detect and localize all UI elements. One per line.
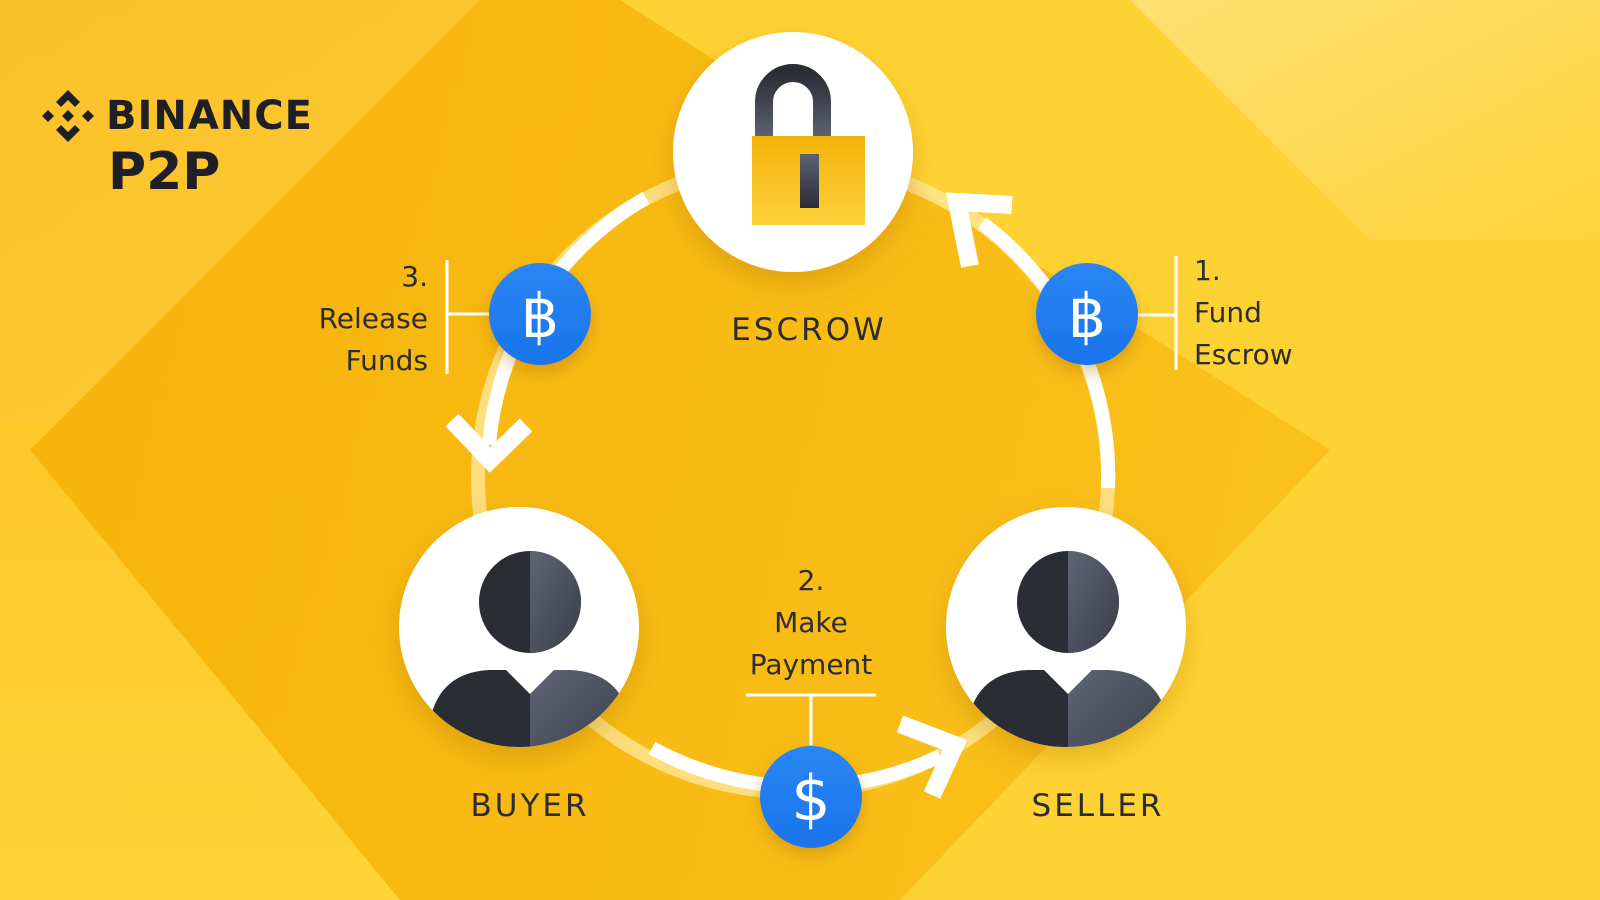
step-3-coin bbox=[489, 263, 591, 365]
step-1-coin bbox=[1036, 263, 1138, 365]
step-2-line2: Payment bbox=[749, 648, 873, 681]
person-icon bbox=[968, 551, 1168, 747]
seller-label: SELLER bbox=[1031, 788, 1165, 824]
step-2-label: 2. Make Payment bbox=[711, 560, 911, 686]
step-3-line1: Release bbox=[318, 302, 428, 335]
bitcoin-icon: ฿ bbox=[521, 282, 559, 352]
escrow-node bbox=[673, 32, 913, 272]
seller-node bbox=[946, 507, 1186, 747]
step-2-coin bbox=[760, 746, 862, 848]
brand-product: P2P bbox=[108, 142, 221, 202]
dollar-icon: $ bbox=[791, 762, 830, 835]
padlock-icon bbox=[752, 64, 865, 225]
step-1-line1: Fund bbox=[1194, 296, 1262, 329]
arrowhead-to-escrow bbox=[945, 192, 1013, 268]
step-2-line1: Make bbox=[774, 606, 848, 639]
arrowhead-to-buyer bbox=[445, 413, 533, 473]
step-3-line2: Funds bbox=[345, 344, 428, 377]
buyer-label: BUYER bbox=[470, 788, 590, 824]
step-1-label: 1. Fund Escrow bbox=[1194, 250, 1293, 376]
step-3-label: 3. Release Funds bbox=[319, 256, 428, 382]
escrow-label: ESCROW bbox=[731, 312, 887, 348]
step-1-line2: Escrow bbox=[1194, 338, 1293, 371]
binance-logo-icon bbox=[42, 90, 94, 142]
step-1-number: 1. bbox=[1194, 254, 1221, 287]
brand-logo: BINANCE P2P bbox=[40, 88, 313, 198]
step-2-number: 2. bbox=[797, 564, 825, 597]
bitcoin-icon: ฿ bbox=[1068, 282, 1106, 352]
arrowhead-to-seller bbox=[896, 715, 968, 799]
step-3-number: 3. bbox=[401, 260, 428, 293]
buyer-node bbox=[399, 507, 639, 747]
brand-name: BINANCE bbox=[106, 93, 313, 139]
person-icon bbox=[430, 551, 630, 747]
